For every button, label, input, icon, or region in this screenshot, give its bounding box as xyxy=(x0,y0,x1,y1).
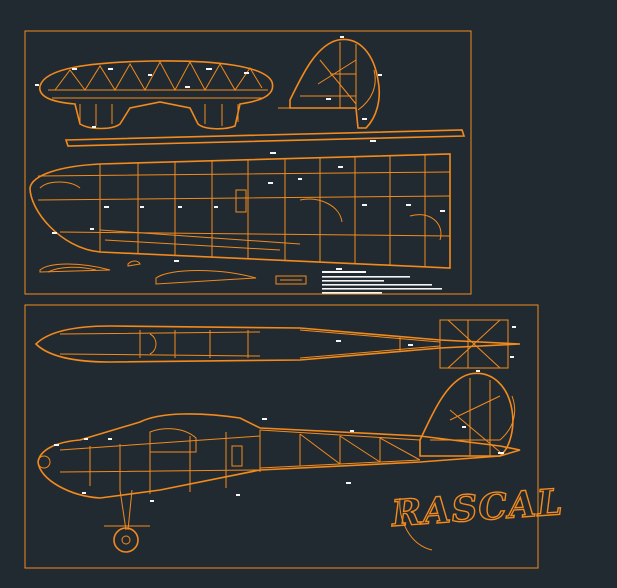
bottom-sheet-frame xyxy=(24,304,539,569)
fuselage-top-view xyxy=(34,319,521,369)
vertical-fin xyxy=(278,38,381,129)
fuselage-side-view xyxy=(37,413,521,499)
rib-parts xyxy=(39,260,307,285)
wing-plan xyxy=(29,153,451,269)
wing-spar xyxy=(64,129,466,147)
horizontal-stabilizer xyxy=(39,60,274,130)
fin-side-view xyxy=(419,372,516,457)
notes-block xyxy=(322,271,442,294)
landing-gear xyxy=(104,489,150,553)
dimension-marks xyxy=(35,36,516,502)
top-sheet-frame xyxy=(24,30,472,295)
